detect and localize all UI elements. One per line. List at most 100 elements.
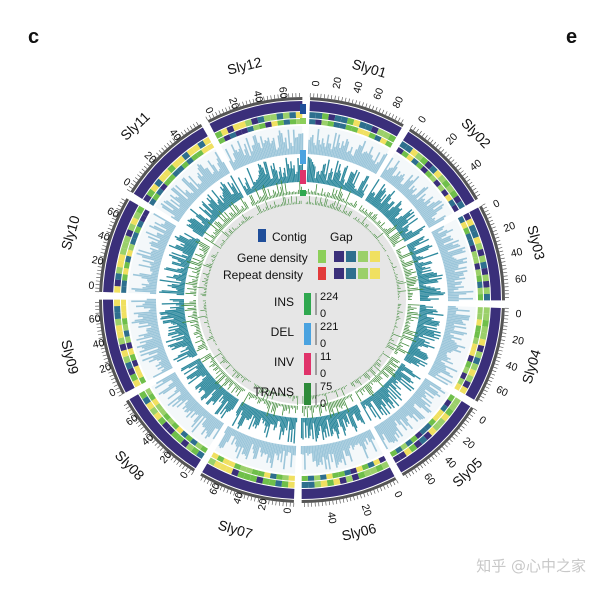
- del-bar: [270, 178, 274, 186]
- inv-bar: [253, 383, 256, 385]
- scale-tick: [179, 463, 183, 468]
- del-bar: [188, 352, 197, 358]
- trans-bar: [192, 313, 197, 315]
- trans-bar: [407, 308, 414, 310]
- ins-bar: [254, 439, 262, 459]
- del-bar: [392, 375, 412, 392]
- scale-tick: [117, 204, 122, 208]
- trans-bar: [390, 357, 399, 364]
- del-bar: [417, 321, 437, 327]
- del-bar: [215, 384, 221, 391]
- ins-bar: [149, 263, 161, 267]
- inv-bar: [279, 393, 281, 395]
- ins-bar: [257, 142, 264, 160]
- ins-bar: [202, 410, 208, 417]
- del-bar: [293, 417, 297, 444]
- gene-density-cell: [281, 480, 289, 488]
- del-bar: [221, 392, 230, 404]
- scale-tick: [500, 342, 505, 345]
- scale-tick: [495, 360, 500, 362]
- repeat-density-cell: [130, 237, 137, 246]
- inv-bar: [373, 363, 377, 366]
- scale-tick: [103, 358, 108, 360]
- ins-bar: [187, 198, 194, 204]
- trans-bar: [211, 234, 217, 239]
- tick-label: 0: [88, 280, 95, 292]
- scale-tick: [497, 353, 502, 355]
- del-bar: [243, 185, 250, 195]
- inv-bar: [397, 309, 399, 311]
- trans-bar: [337, 399, 341, 408]
- trans-bar: [271, 401, 273, 405]
- scale-tick: [420, 464, 424, 469]
- trans-bar: [325, 403, 327, 406]
- del-bar: [387, 207, 400, 219]
- trans-bar: [407, 292, 413, 294]
- trans-bar: [196, 270, 200, 273]
- scale-tick: [109, 374, 114, 377]
- trans-bar: [372, 217, 377, 222]
- ins-bar: [187, 395, 193, 401]
- ins-bar: [296, 137, 299, 155]
- ins-bar: [442, 339, 457, 345]
- chromosome-label-sly06: Sly06: [340, 520, 378, 544]
- ins-bar: [139, 320, 158, 325]
- scale-tick: [275, 501, 277, 506]
- inv-bar: [316, 201, 318, 206]
- inv-bar: [344, 385, 346, 388]
- inv-bar: [212, 254, 217, 258]
- scale-tick: [427, 137, 431, 141]
- ins-bar: [218, 426, 231, 447]
- ins-bar: [337, 441, 344, 459]
- trans-bar: [407, 288, 424, 291]
- inv-bar: [202, 264, 212, 269]
- scale-tick: [503, 271, 508, 274]
- ins-bar: [177, 196, 191, 208]
- scale-tick: [266, 95, 269, 100]
- inv-bar: [313, 395, 315, 399]
- del-bar: [164, 308, 185, 312]
- del-bar: [223, 197, 231, 207]
- del-bar: [244, 177, 253, 194]
- ins-bar: [150, 244, 166, 251]
- trans-bar: [343, 397, 346, 401]
- ins-bar: [197, 188, 203, 194]
- ins-bar: [386, 417, 398, 432]
- chromosome-label-sly10: Sly10: [58, 213, 83, 251]
- inv-bar: [221, 231, 230, 238]
- inv-bar: [311, 395, 313, 400]
- ins-bar: [446, 321, 466, 326]
- trans-bar: [407, 287, 410, 289]
- trans-bar: [295, 405, 297, 414]
- gene-density-cell: [186, 147, 196, 157]
- trans-bar: [296, 405, 298, 410]
- ins-bar: [447, 290, 474, 294]
- del-bar: [178, 274, 187, 277]
- scale-tick: [273, 94, 276, 99]
- ins-bar: [230, 430, 239, 445]
- del-bar: [258, 174, 265, 189]
- gene-density-cell: [375, 463, 384, 473]
- del-bar: [203, 224, 209, 229]
- inv-bar: [207, 325, 210, 328]
- del-bar: [418, 315, 435, 320]
- ins-bar: [375, 425, 385, 441]
- del-bar: [361, 401, 367, 409]
- gene-density-cell: [153, 411, 163, 421]
- inv-bar: [272, 391, 273, 393]
- del-bar: [338, 167, 347, 189]
- trans-bar: [407, 284, 415, 287]
- inv-bar: [396, 280, 400, 282]
- del-bar: [177, 260, 190, 265]
- scale-tick: [465, 419, 470, 423]
- repeat-density-cell: [264, 121, 272, 128]
- scale-tick: [109, 224, 113, 227]
- trans-bar: [390, 237, 400, 244]
- trans-bar: [407, 297, 411, 299]
- del-bar: [220, 181, 236, 204]
- trans-bar: [374, 377, 384, 388]
- scale-tick: [131, 415, 136, 419]
- inv-bar: [220, 246, 222, 248]
- ins-bar: [156, 234, 170, 241]
- ins-bar: [266, 442, 271, 455]
